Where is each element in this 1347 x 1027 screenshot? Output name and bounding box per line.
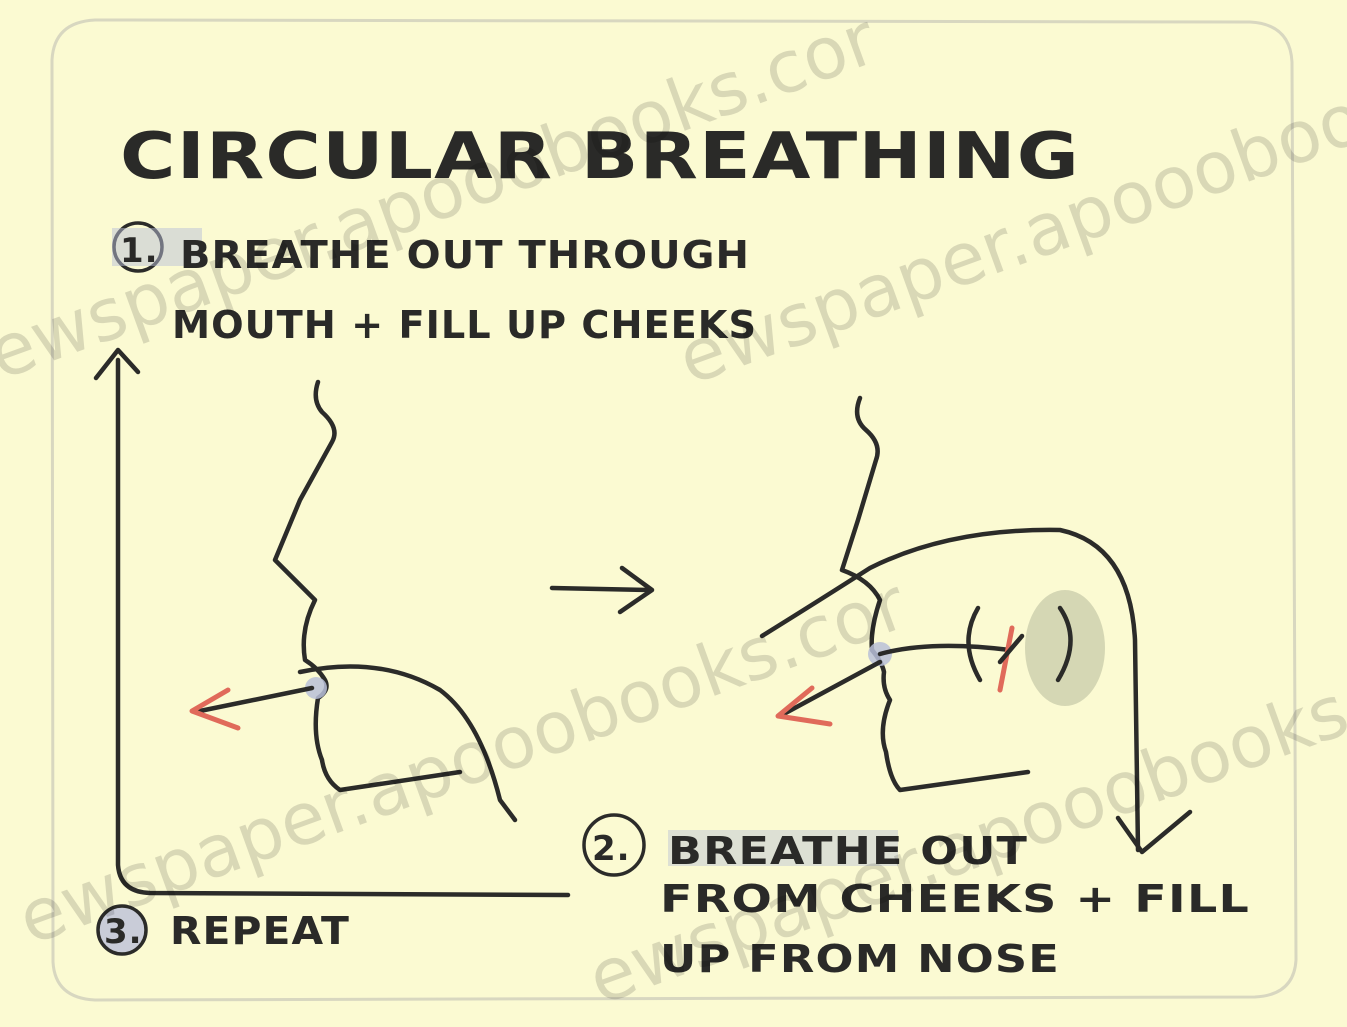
cheek-air-path (880, 646, 1010, 654)
transition-arrow-shaft (552, 588, 650, 590)
step-3-line-1: REPEAT (170, 909, 350, 953)
transition-arrow (552, 568, 652, 612)
step-2-number: 2. (592, 829, 631, 869)
cheek-shade (1025, 590, 1105, 706)
cheek-bracket-left (968, 608, 980, 680)
